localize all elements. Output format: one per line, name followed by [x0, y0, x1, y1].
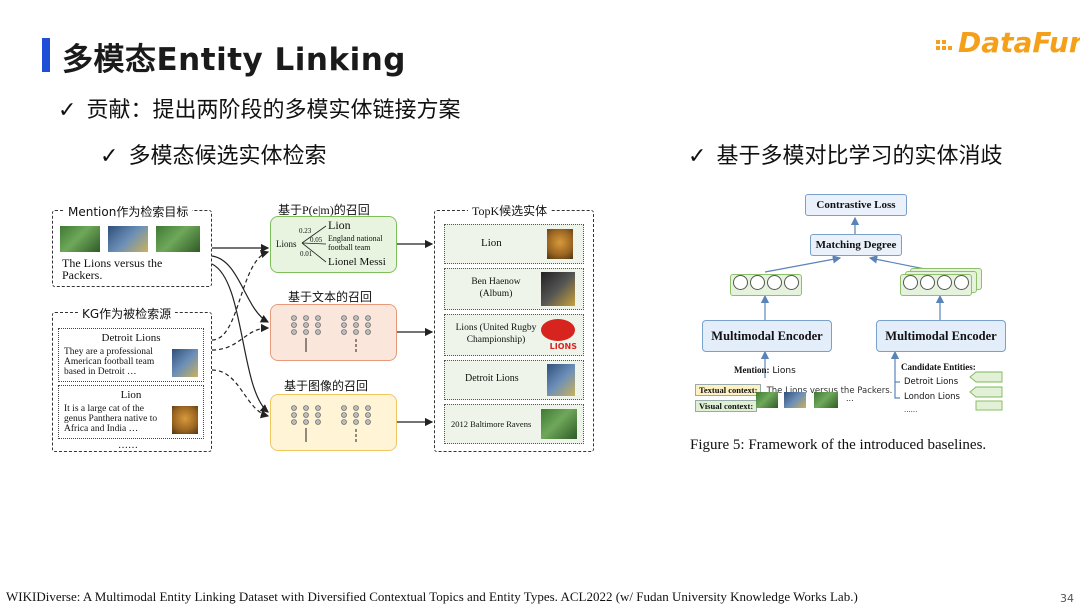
- candidate-pointer-icons: [969, 371, 1003, 411]
- page-number: 34: [1060, 592, 1074, 605]
- embedding-dot-icon: [784, 275, 799, 290]
- citation-footer: WIKIDiverse: A Multimodal Entity Linking…: [6, 589, 858, 604]
- matching-degree-box: Matching Degree: [810, 234, 902, 256]
- kg-entry: Detroit Lions They are a professional Am…: [58, 328, 204, 382]
- slide-title: 多模态Entity Linking: [62, 42, 406, 78]
- topk-candidate-name: Lion: [481, 237, 502, 249]
- candidate-entity: Detroit Lions: [904, 377, 959, 387]
- candidate-entity: London Lions: [904, 392, 960, 402]
- mention-photo: [108, 226, 148, 252]
- lions-logo-icon: [541, 319, 575, 341]
- mention-embedding: [730, 274, 802, 296]
- text-recall-title: 基于文本的召回: [288, 290, 373, 304]
- topk-candidate-name: Detroit Lions: [465, 373, 519, 384]
- embedding-dot-icon: [937, 275, 952, 290]
- prior-prob: 0.05: [310, 236, 323, 244]
- prior-candidate: Lionel Messi: [328, 256, 386, 268]
- contrastive-loss-box: Contrastive Loss: [805, 194, 907, 216]
- topk-candidate: Lion: [444, 224, 584, 264]
- kg-entry-name: Detroit Lions: [101, 332, 161, 344]
- retrieval-bullet: ✓ 多模态候选实体检索: [100, 138, 326, 170]
- topk-candidate-name: 2012 Baltimore Ravens: [451, 419, 532, 429]
- mention-encoder: Multimodal Encoder: [702, 320, 832, 352]
- topk-candidate: 2012 Baltimore Ravens: [444, 404, 584, 444]
- prior-recall-box: [270, 216, 397, 273]
- candidate-entities-label: Candidate Entities:: [901, 362, 976, 372]
- kg-entry-photo: [172, 349, 198, 377]
- logo-dots-icon: [936, 40, 952, 50]
- visual-context-photo: [814, 392, 838, 408]
- topk-candidate-name: Lions (United Rugby Championship): [455, 323, 537, 345]
- visual-context-label: Visual context:: [695, 400, 758, 412]
- visual-context-photo: [756, 392, 778, 408]
- prior-mention: Lions: [276, 239, 297, 249]
- contribution-text: 贡献：提出两阶段的多模实体链接方案: [86, 98, 461, 123]
- disambiguation-text: 基于多模对比学习的实体消歧: [716, 144, 1003, 169]
- entity-encoder: Multimodal Encoder: [876, 320, 1006, 352]
- topk-candidate-photo: [547, 364, 575, 396]
- retrieval-diagram: Mention作为检索目标 The Lions versus the Packe…: [50, 200, 600, 455]
- topk-candidate: Lions (United Rugby Championship) LIONS: [444, 314, 584, 356]
- kg-entry: Lion It is a large cat of the genus Pant…: [58, 385, 204, 439]
- embedding-dot-icon: [733, 275, 748, 290]
- prior-prob: 0.23: [299, 227, 312, 235]
- embedding-dot-icon: [767, 275, 782, 290]
- retrieval-text: 多模态候选实体检索: [128, 144, 327, 169]
- visual-context-more: ...: [846, 394, 854, 403]
- kg-entry-name: Lion: [120, 389, 142, 401]
- embedding-dot-icon: [750, 275, 765, 290]
- candidate-entity: ......: [904, 406, 918, 414]
- mention-info-value: Lions: [772, 366, 796, 376]
- image-recall-box: [270, 394, 397, 451]
- embedding-dot-icon: [954, 275, 969, 290]
- embedding-dot-icon: [903, 275, 918, 290]
- disambiguation-bullet: ✓ 基于多模对比学习的实体消歧: [688, 138, 1002, 170]
- check-icon: ✓: [58, 98, 77, 123]
- mention-photo: [60, 226, 100, 252]
- kg-label: KG作为被检索源: [78, 305, 176, 322]
- kg-entry-desc: They are a professional American footbal…: [64, 347, 155, 377]
- topk-candidate-photo: [541, 272, 575, 306]
- entity-embedding: [900, 274, 972, 296]
- prior-candidate: England national football team: [328, 234, 383, 252]
- kg-more: ……: [118, 440, 138, 451]
- textual-context: Textual context: The Lions versus the Pa…: [695, 378, 892, 397]
- visual-context: Visual context:: [695, 394, 758, 413]
- mention-photo: [156, 226, 200, 252]
- text-encoder-icon: [291, 315, 371, 352]
- topk-candidate: Detroit Lions: [444, 360, 584, 400]
- prior-candidate: Lion: [328, 218, 351, 232]
- retrieval-arrows: [211, 239, 434, 427]
- figure-caption: Figure 5: Framework of the introduced ba…: [690, 437, 987, 453]
- prior-branch-lines: [301, 225, 327, 263]
- check-icon: ✓: [100, 144, 119, 169]
- topk-candidate-logo-text: LIONS: [549, 342, 577, 351]
- contribution-bullet: ✓ 贡献：提出两阶段的多模实体链接方案: [58, 92, 460, 124]
- topk-candidate-photo: [541, 409, 577, 439]
- topk-candidate-photo: [547, 229, 573, 259]
- mention-label: Mention作为检索目标: [64, 203, 193, 220]
- textual-context-value: The Lions versus the Packers.: [766, 386, 893, 396]
- disambiguation-diagram: Contrastive Loss Matching Degree Multimo…: [690, 190, 1020, 430]
- kg-entry-photo: [172, 406, 198, 434]
- text-recall-box: [270, 304, 397, 361]
- image-encoder-icon: [291, 405, 371, 442]
- image-recall-title: 基于图像的召回: [284, 379, 369, 393]
- mention-info: Mention: Lions: [734, 365, 796, 376]
- visual-context-photo: [784, 392, 806, 408]
- kg-entry-desc: It is a large cat of the genus Panthera …: [64, 404, 158, 434]
- embedding-dot-icon: [920, 275, 935, 290]
- datafun-logo: DataFun.: [958, 26, 1080, 59]
- mention-text: The Lions versus the Packers.: [62, 256, 163, 282]
- topk-candidate-name: Ben Haenow (Album): [471, 277, 521, 299]
- prior-prob: 0.01: [300, 250, 313, 258]
- topk-label: TopK候选实体: [468, 202, 552, 219]
- prior-recall-title: 基于P(e|m)的召回: [278, 203, 370, 217]
- textual-context-label: Textual context:: [695, 384, 762, 396]
- mention-info-label: Mention:: [734, 365, 770, 375]
- topk-candidate: Ben Haenow (Album): [444, 268, 584, 310]
- title-accent-bar: [42, 38, 50, 72]
- check-icon: ✓: [688, 144, 707, 169]
